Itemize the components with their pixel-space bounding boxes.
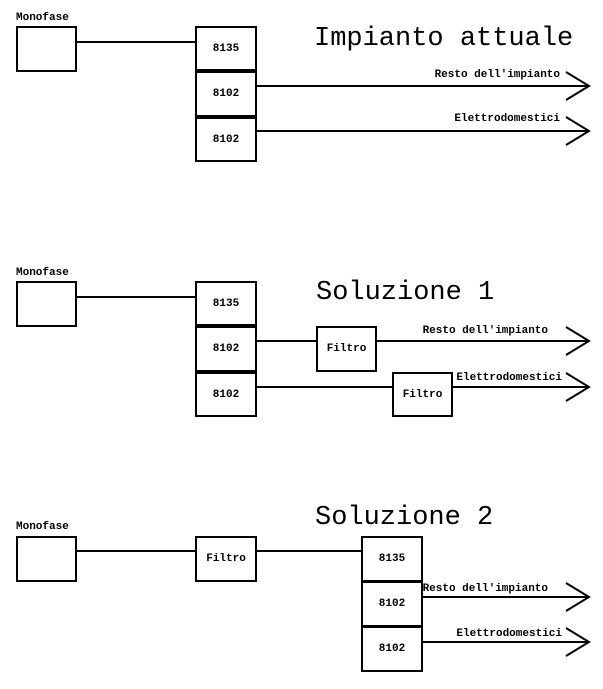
s3-source-label: Monofase (16, 521, 69, 533)
s3-breaker-box-8135: 8135 (361, 536, 423, 582)
s3-arrow-label-elettrodomestici: Elettrodomestici (456, 628, 562, 640)
s2-filtro-box-2: Filtro (392, 372, 453, 417)
s2-breaker-box-8102-a: 8102 (195, 326, 257, 372)
s3-breaker-box-8102-b: 8102 (361, 626, 423, 672)
s3-arrow-label-resto: Resto dell'impianto (422, 583, 548, 595)
s1-breaker-box-8135: 8135 (195, 26, 257, 71)
s1-source-label: Monofase (16, 12, 69, 24)
s2-arrowhead-icon-1 (565, 326, 591, 356)
s3-arrowhead-icon-1 (565, 582, 591, 612)
s1-arrowhead-icon-1 (565, 71, 591, 101)
s1-monofase-box (16, 26, 77, 72)
s2-arrowhead-icon-2 (565, 372, 591, 402)
s3-arrowhead-icon-2 (565, 627, 591, 657)
s1-breaker-box-8102-a: 8102 (195, 71, 257, 117)
s2-monofase-box (16, 281, 77, 327)
section-title-soluzione-1: Soluzione 1 (316, 278, 495, 308)
s2-arrow-label-elettrodomestici: Elettrodomestici (456, 372, 562, 384)
s1-arrowhead-icon-2 (565, 116, 591, 146)
s3-filtro-box: Filtro (195, 536, 257, 582)
section-title-soluzione-2: Soluzione 2 (315, 503, 494, 533)
section-title-impianto-attuale: Impianto attuale (314, 24, 574, 54)
s1-arrow-label-elettrodomestici: Elettrodomestici (454, 113, 560, 125)
s1-breaker-box-8102-b: 8102 (195, 117, 257, 162)
s2-filtro-box-1: Filtro (316, 326, 377, 372)
s3-monofase-box (16, 536, 77, 582)
s2-breaker-box-8102-b: 8102 (195, 372, 257, 417)
s2-arrow-label-resto: Resto dell'impianto (422, 325, 548, 337)
s2-source-label: Monofase (16, 267, 69, 279)
s1-arrow-label-resto: Resto dell'impianto (434, 69, 560, 81)
s2-breaker-box-8135: 8135 (195, 281, 257, 326)
